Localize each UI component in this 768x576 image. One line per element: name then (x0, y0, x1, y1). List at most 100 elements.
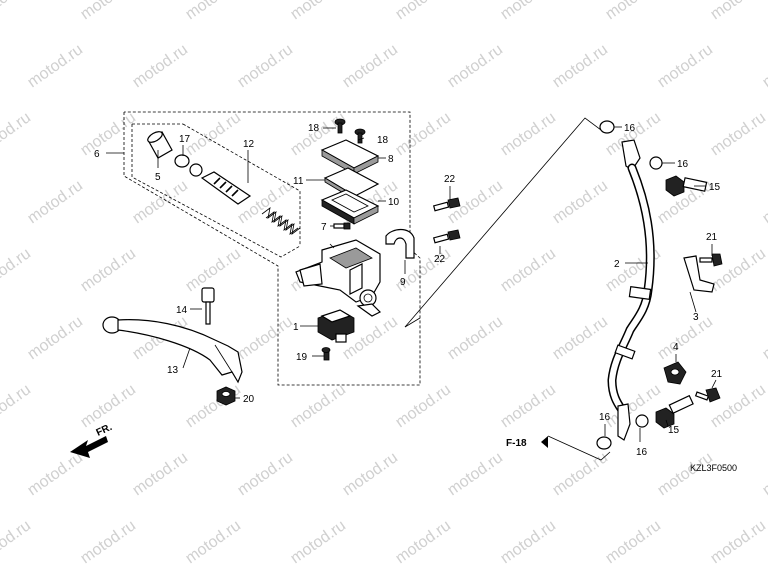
watermark-text: motod.ru (498, 517, 559, 567)
callout-label: 13 (167, 365, 179, 376)
watermark-text: motod.ru (183, 381, 244, 431)
piston-boot (147, 131, 173, 159)
watermark-text: motod.ru (445, 41, 506, 91)
callout-label: 12 (243, 139, 255, 150)
brake-lever (102, 316, 243, 384)
callout-label: 22 (434, 254, 446, 265)
reference-label: F-18 (506, 438, 527, 449)
watermark-text: motod.ru (235, 313, 296, 363)
watermark-text: motod.ru (393, 0, 454, 23)
clamp-bolt (694, 253, 723, 403)
watermark-text: motod.ru (25, 177, 86, 227)
watermark-text: motod.ru (25, 41, 86, 91)
callout-label: 5 (155, 172, 161, 183)
watermark-text: motod.ru (393, 381, 454, 431)
watermark-text: motod.ru (550, 449, 611, 499)
watermark-text: motod.ru (708, 0, 768, 23)
watermark-text: motod.ru (498, 109, 559, 159)
callout-label: 4 (673, 342, 679, 353)
callout-label: 1 (293, 322, 299, 333)
watermark-text: motod.ru (235, 177, 296, 227)
callout-label: 16 (599, 412, 611, 423)
watermark-text: motod.ru (603, 517, 664, 567)
watermark-text: motod.ru (130, 449, 191, 499)
watermark-text: motod.ru (498, 0, 559, 23)
callout-label: 8 (388, 154, 394, 165)
watermark-text: motod.ru (78, 517, 139, 567)
diaphragm (320, 189, 380, 225)
watermark-text: motod.ru (708, 245, 768, 295)
watermark-text: motod.ru (183, 0, 244, 23)
watermark-text: motod.ru (498, 381, 559, 431)
callout-label: 16 (636, 447, 648, 458)
watermark-text: motod.ru (183, 517, 244, 567)
callout-label: 18 (308, 123, 320, 134)
watermark-text: motod.ru (498, 245, 559, 295)
brake-hose (607, 139, 655, 441)
watermark-text: motod.ru (655, 41, 716, 91)
piston-spring (261, 207, 301, 235)
switch-screw (333, 222, 351, 230)
watermark-text: motod.ru (0, 381, 34, 431)
watermark-text: motod.ru (25, 313, 86, 363)
watermark-text: motod.ru (130, 41, 191, 91)
watermark-text: motod.ru (760, 313, 768, 363)
watermark-text: motod.ru (0, 245, 34, 295)
group-boundary (123, 111, 421, 386)
watermark-text: motod.ru (0, 517, 34, 567)
watermark-text: motod.ru (25, 449, 86, 499)
callout-label: 17 (179, 134, 191, 145)
watermark-text: motod.ru (603, 0, 664, 23)
callout-label: 20 (243, 394, 255, 405)
direction-label: FR. (95, 422, 114, 439)
callout-label: 2 (614, 259, 620, 270)
snap-ring (174, 154, 203, 177)
figure-code: KZL3F0500 (690, 463, 737, 473)
watermark-text: motod.ru (235, 41, 296, 91)
hose-route-line (404, 117, 611, 461)
banjo-bolt (655, 175, 708, 429)
callout-label: 9 (400, 277, 406, 288)
reservoir-screw (334, 118, 366, 144)
callout-label: 10 (388, 197, 400, 208)
watermark-text: motod.ru (760, 41, 768, 91)
watermark-text: motod.ru (340, 41, 401, 91)
watermark-text: motod.ru (393, 517, 454, 567)
holder (385, 228, 415, 259)
callout-label: 3 (693, 312, 699, 323)
watermark-text: motod.ru (78, 0, 139, 23)
lever-nut (216, 386, 236, 406)
watermark-text: motod.ru (445, 449, 506, 499)
hose-guide (663, 361, 687, 385)
watermark-text: motod.ru (0, 0, 34, 23)
watermark-text: motod.ru (393, 109, 454, 159)
watermark-text: motod.ru (288, 0, 349, 23)
master-cylinder-body (295, 239, 382, 317)
watermark-text: motod.ru (183, 109, 244, 159)
piston-set (200, 171, 252, 205)
holder-bolt (432, 197, 461, 244)
callout-label: 15 (668, 425, 680, 436)
watermark-text: motod.ru (235, 449, 296, 499)
watermark-text: motod.ru (760, 177, 768, 227)
watermark-text: motod.ru (708, 109, 768, 159)
callout-label: 16 (677, 159, 689, 170)
callout-labels: 6 17 12 5 18 18 8 11 10 7 9 22 22 1 19 1… (94, 123, 723, 458)
callout-label: 21 (711, 369, 723, 380)
watermark-text: motod.ru (655, 313, 716, 363)
watermark-text: motod.ru (78, 245, 139, 295)
brake-light-switch (317, 309, 355, 343)
callout-label: 6 (94, 149, 100, 160)
watermark-text: motod.ru (550, 313, 611, 363)
sealing-washer (596, 120, 663, 450)
callout-label: 15 (709, 182, 721, 193)
reservoir-cap (320, 139, 380, 175)
watermark-text: motod.ru (445, 313, 506, 363)
callout-label: 7 (321, 222, 327, 233)
watermark-text: motod.ru (78, 109, 139, 159)
hose-clamp (683, 255, 715, 293)
watermark-text: motod.ru (288, 517, 349, 567)
callout-label: 21 (706, 232, 718, 243)
